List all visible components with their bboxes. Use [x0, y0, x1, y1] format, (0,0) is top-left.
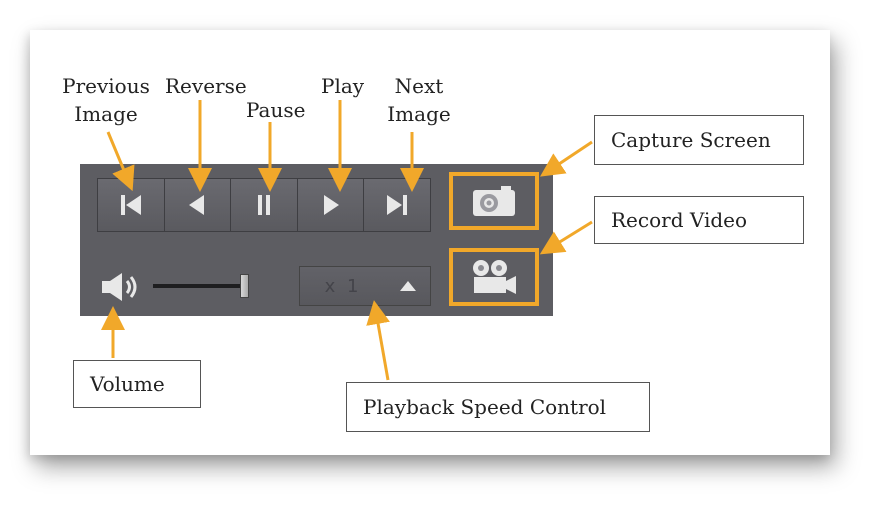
speed-value: x 1 — [324, 275, 362, 297]
label-previous-image: Previous Image — [56, 72, 156, 128]
volume-slider-track[interactable] — [153, 284, 245, 288]
volume-slider-thumb[interactable] — [240, 274, 249, 298]
label-capture-screen: Capture Screen — [594, 115, 804, 165]
arrow-capture-screen — [540, 140, 593, 177]
record-video-button[interactable] — [449, 248, 539, 306]
reverse-icon — [189, 195, 205, 215]
label-playback-speed: Playback Speed Control — [346, 382, 650, 432]
label-previous-image-line1: Previous — [62, 74, 150, 98]
label-reverse: Reverse — [165, 74, 247, 98]
camera-icon — [473, 186, 515, 216]
label-next-image-line1: Next — [394, 74, 444, 98]
label-play: Play — [321, 74, 365, 98]
label-record-video: Record Video — [594, 196, 804, 244]
label-next-image: Next Image — [384, 72, 454, 128]
film-camera-icon — [473, 260, 516, 294]
label-previous-image-line2: Image — [74, 102, 138, 126]
skip-next-icon — [387, 195, 408, 215]
label-next-image-line2: Image — [387, 102, 451, 126]
arrow-playback-speed — [366, 300, 390, 381]
speed-up-button[interactable] — [386, 279, 430, 293]
arrow-previous-image — [106, 131, 135, 192]
arrow-record-video — [539, 220, 593, 255]
label-pause: Pause — [246, 98, 306, 122]
volume-button[interactable] — [97, 270, 143, 304]
triangle-up-icon — [400, 281, 416, 291]
play-icon — [323, 195, 339, 215]
playback-speed-control[interactable]: x 1 — [299, 266, 431, 306]
pause-icon — [257, 195, 270, 215]
capture-screen-button[interactable] — [449, 172, 539, 230]
speaker-icon — [102, 273, 137, 301]
label-volume: Volume — [73, 360, 201, 408]
skip-previous-icon — [120, 195, 141, 215]
